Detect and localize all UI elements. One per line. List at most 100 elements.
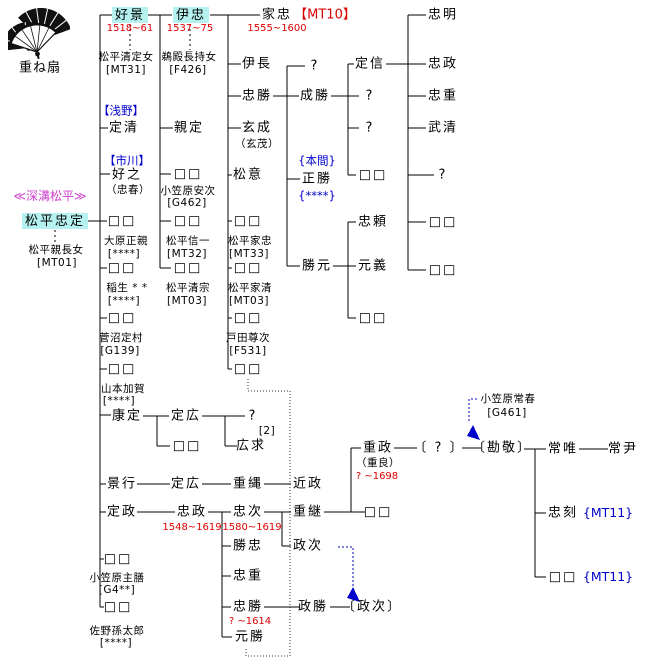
- placeholder-person: □□: [173, 260, 203, 276]
- ref-code: [****]: [99, 636, 133, 649]
- person-name: 定政: [106, 504, 138, 520]
- person-name: 忠明: [427, 7, 459, 23]
- person-unknown: ?: [310, 58, 320, 74]
- placeholder-person: □□: [548, 569, 578, 585]
- ref-code: [MT03]: [228, 294, 270, 307]
- person-name: 政勝: [297, 599, 329, 615]
- person-name: 武清: [427, 120, 459, 136]
- ref-code: [G461]: [487, 406, 527, 419]
- placeholder-person: □□: [103, 599, 133, 615]
- clan-title: ≪深溝松平≫: [13, 189, 87, 203]
- person-name: 常唯: [547, 441, 579, 457]
- spouse-name: 松平清定女: [98, 50, 154, 63]
- person-name: 元勝: [234, 629, 266, 645]
- placeholder-person: □□: [172, 438, 202, 454]
- ref-code: [G4**]: [98, 583, 136, 596]
- person-name: 政次: [292, 538, 324, 554]
- placeholder-person: □□: [107, 260, 137, 276]
- person-name: 忠政: [176, 504, 208, 520]
- person-name: 忠重: [232, 568, 264, 584]
- placeholder-person: □□: [358, 167, 388, 183]
- ref-code: [****]: [102, 394, 136, 407]
- blue-arrow-icon: [347, 587, 360, 602]
- person-name: 広求: [235, 438, 267, 454]
- ref-code-mt10: 【MT10】: [294, 7, 356, 23]
- person-name: 勝元: [301, 258, 333, 274]
- ref-code: [MT31]: [105, 63, 147, 76]
- placeholder-person: □□: [233, 213, 263, 229]
- person-name: 近政: [292, 476, 324, 492]
- person-unknown: ?: [365, 88, 375, 104]
- person-name: 忠勝: [241, 88, 273, 104]
- ref-code: [****]: [107, 247, 141, 260]
- family-label-ichikawa: 【市川】: [104, 153, 150, 168]
- person-name: 忠重: [427, 88, 459, 104]
- person-yoshikage: 好景: [111, 7, 149, 23]
- placeholder-person: □□: [363, 504, 393, 520]
- person-name: 常尹: [607, 441, 639, 457]
- person-name: 〔勘敬〕: [471, 440, 533, 456]
- lifespan-dates: 1548~1619: [162, 522, 222, 533]
- ref-link-mt11[interactable]: {MT11}: [582, 504, 634, 520]
- person-name: 正勝: [301, 171, 333, 187]
- person-unknown-bracket: 〔 ? 〕: [413, 440, 465, 456]
- placeholder-person: □□: [173, 213, 203, 229]
- note-second: [2]: [258, 424, 276, 437]
- ref-code: [MT01]: [36, 256, 78, 269]
- person-name: 松意: [232, 167, 264, 183]
- person-name: 成勝: [299, 88, 331, 104]
- person-name: 忠政: [427, 56, 459, 72]
- adoptee-name: 小笠原常春: [480, 392, 536, 405]
- lifespan-dates: ? ~1614: [228, 616, 272, 627]
- spouse-name: 稲生 * *: [106, 281, 148, 294]
- person-name: 親定: [173, 120, 205, 136]
- blue-arrow-icon: [467, 425, 480, 440]
- ref-code: [G462]: [167, 196, 207, 209]
- placeholder-person: □□: [428, 262, 458, 278]
- spouse-name: 菅沼定村: [99, 331, 143, 344]
- person-matsudaira-tadasada: 松平忠定: [21, 213, 89, 229]
- person-name: 定清: [108, 120, 140, 136]
- person-name: 伊長: [241, 56, 273, 72]
- person-unknown: ?: [438, 167, 448, 183]
- placeholder-person: □□: [107, 310, 137, 326]
- placeholder-person: □□: [103, 551, 133, 567]
- person-name: 重縄: [232, 476, 264, 492]
- person-name: 重継: [292, 504, 324, 520]
- placeholder-person: □□: [233, 260, 263, 276]
- spouse-name: 山本加賀: [101, 382, 145, 395]
- ref-code: [MT33]: [228, 247, 270, 260]
- spouse-name: 松平家忠: [228, 234, 272, 247]
- person-name: 定広: [170, 408, 202, 424]
- person-name: 忠勝: [232, 599, 264, 615]
- person-name: 勝忠: [232, 538, 264, 554]
- person-koretada: 伊忠: [172, 7, 210, 23]
- ref-link-mt11[interactable]: {MT11}: [582, 568, 634, 584]
- person-name: 定信: [354, 56, 386, 72]
- placeholder-person: □□: [233, 361, 263, 377]
- person-name: 忠刻: [547, 505, 579, 521]
- alt-name: （重良）: [356, 456, 400, 469]
- person-name: 景行: [106, 476, 138, 492]
- spouse-name: 佐野孫太郎: [89, 624, 145, 637]
- lifespan-dates: 1555~1600: [247, 23, 307, 34]
- kasane-ogi-icon: [8, 8, 70, 60]
- placeholder-person: □□: [173, 166, 203, 182]
- person-name: 元義: [357, 258, 389, 274]
- placeholder-person: □□: [107, 361, 137, 377]
- lifespan-dates: 1518~61: [106, 23, 154, 34]
- alt-name: （忠春）: [106, 183, 150, 196]
- family-label-homma: {本間}: [298, 153, 336, 168]
- placeholder-person: □□: [233, 310, 263, 326]
- ref-code: [F531]: [229, 344, 267, 357]
- spouse-name: 鵜殿長持女: [161, 50, 217, 63]
- spouse-name: 松平信一: [166, 234, 210, 247]
- ref-code: [F426]: [169, 63, 207, 76]
- spouse-name: 松平親長女: [28, 243, 84, 256]
- person-name: 重政: [362, 440, 394, 456]
- lifespan-dates: ? ~1698: [355, 471, 399, 482]
- person-unknown: ?: [365, 120, 375, 136]
- person-ietada: 家忠: [261, 7, 293, 23]
